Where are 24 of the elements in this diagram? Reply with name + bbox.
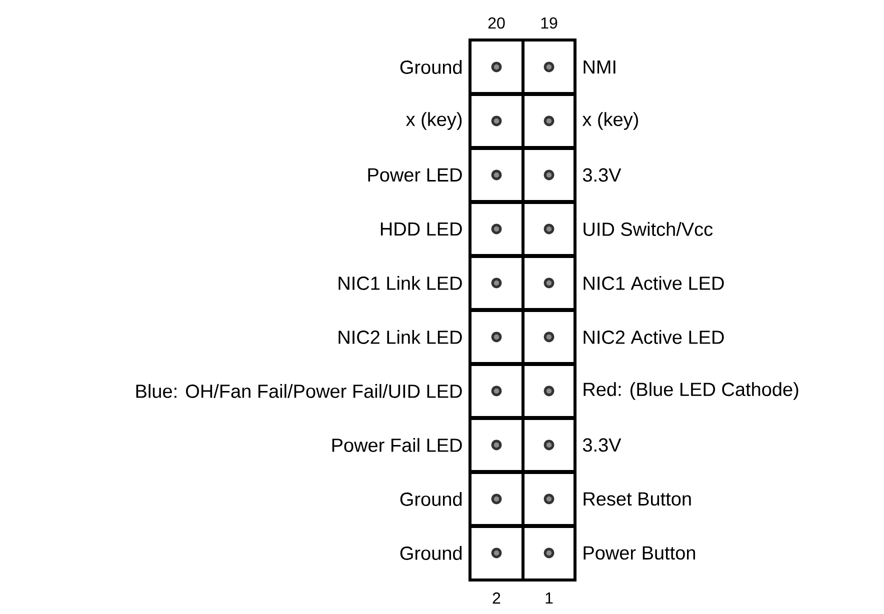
pin-label: Red: (Blue LED Cathode) bbox=[584, 382, 798, 400]
pin-label: NIC1 Link LED bbox=[338, 276, 462, 290]
pin-label: Blue: OH/Fan Fail/Power Fail/UID LED bbox=[136, 384, 462, 398]
pin-label: Reset Button bbox=[584, 492, 691, 506]
pin-label: Power LED bbox=[368, 168, 462, 182]
pin-number: 2 bbox=[492, 592, 500, 604]
pin-label: NMI bbox=[584, 60, 616, 74]
pin-label: x (key) bbox=[582, 112, 638, 130]
pin-label: Ground bbox=[400, 546, 462, 560]
pin-label: NIC1 Active LED bbox=[584, 276, 724, 290]
pin-label: HDD LED bbox=[380, 222, 462, 236]
pin-label: NIC2 Active LED bbox=[584, 330, 724, 344]
pin-number: 1 bbox=[546, 592, 553, 604]
pin-label: Power Fail LED bbox=[332, 438, 462, 452]
pin-label: 3.3V bbox=[582, 438, 622, 452]
pin-label: Ground bbox=[400, 492, 462, 506]
pin-number: 20 bbox=[488, 17, 505, 29]
pin-label: 3.3V bbox=[582, 168, 622, 182]
pin-label: UID Switch/Vcc bbox=[584, 222, 713, 236]
pin-number: 19 bbox=[541, 17, 558, 29]
pin-label: x (key) bbox=[406, 112, 462, 130]
pin-label: Power Button bbox=[584, 546, 695, 560]
pin-label: Ground bbox=[400, 60, 462, 74]
pin-label: NIC2 Link LED bbox=[338, 330, 462, 344]
